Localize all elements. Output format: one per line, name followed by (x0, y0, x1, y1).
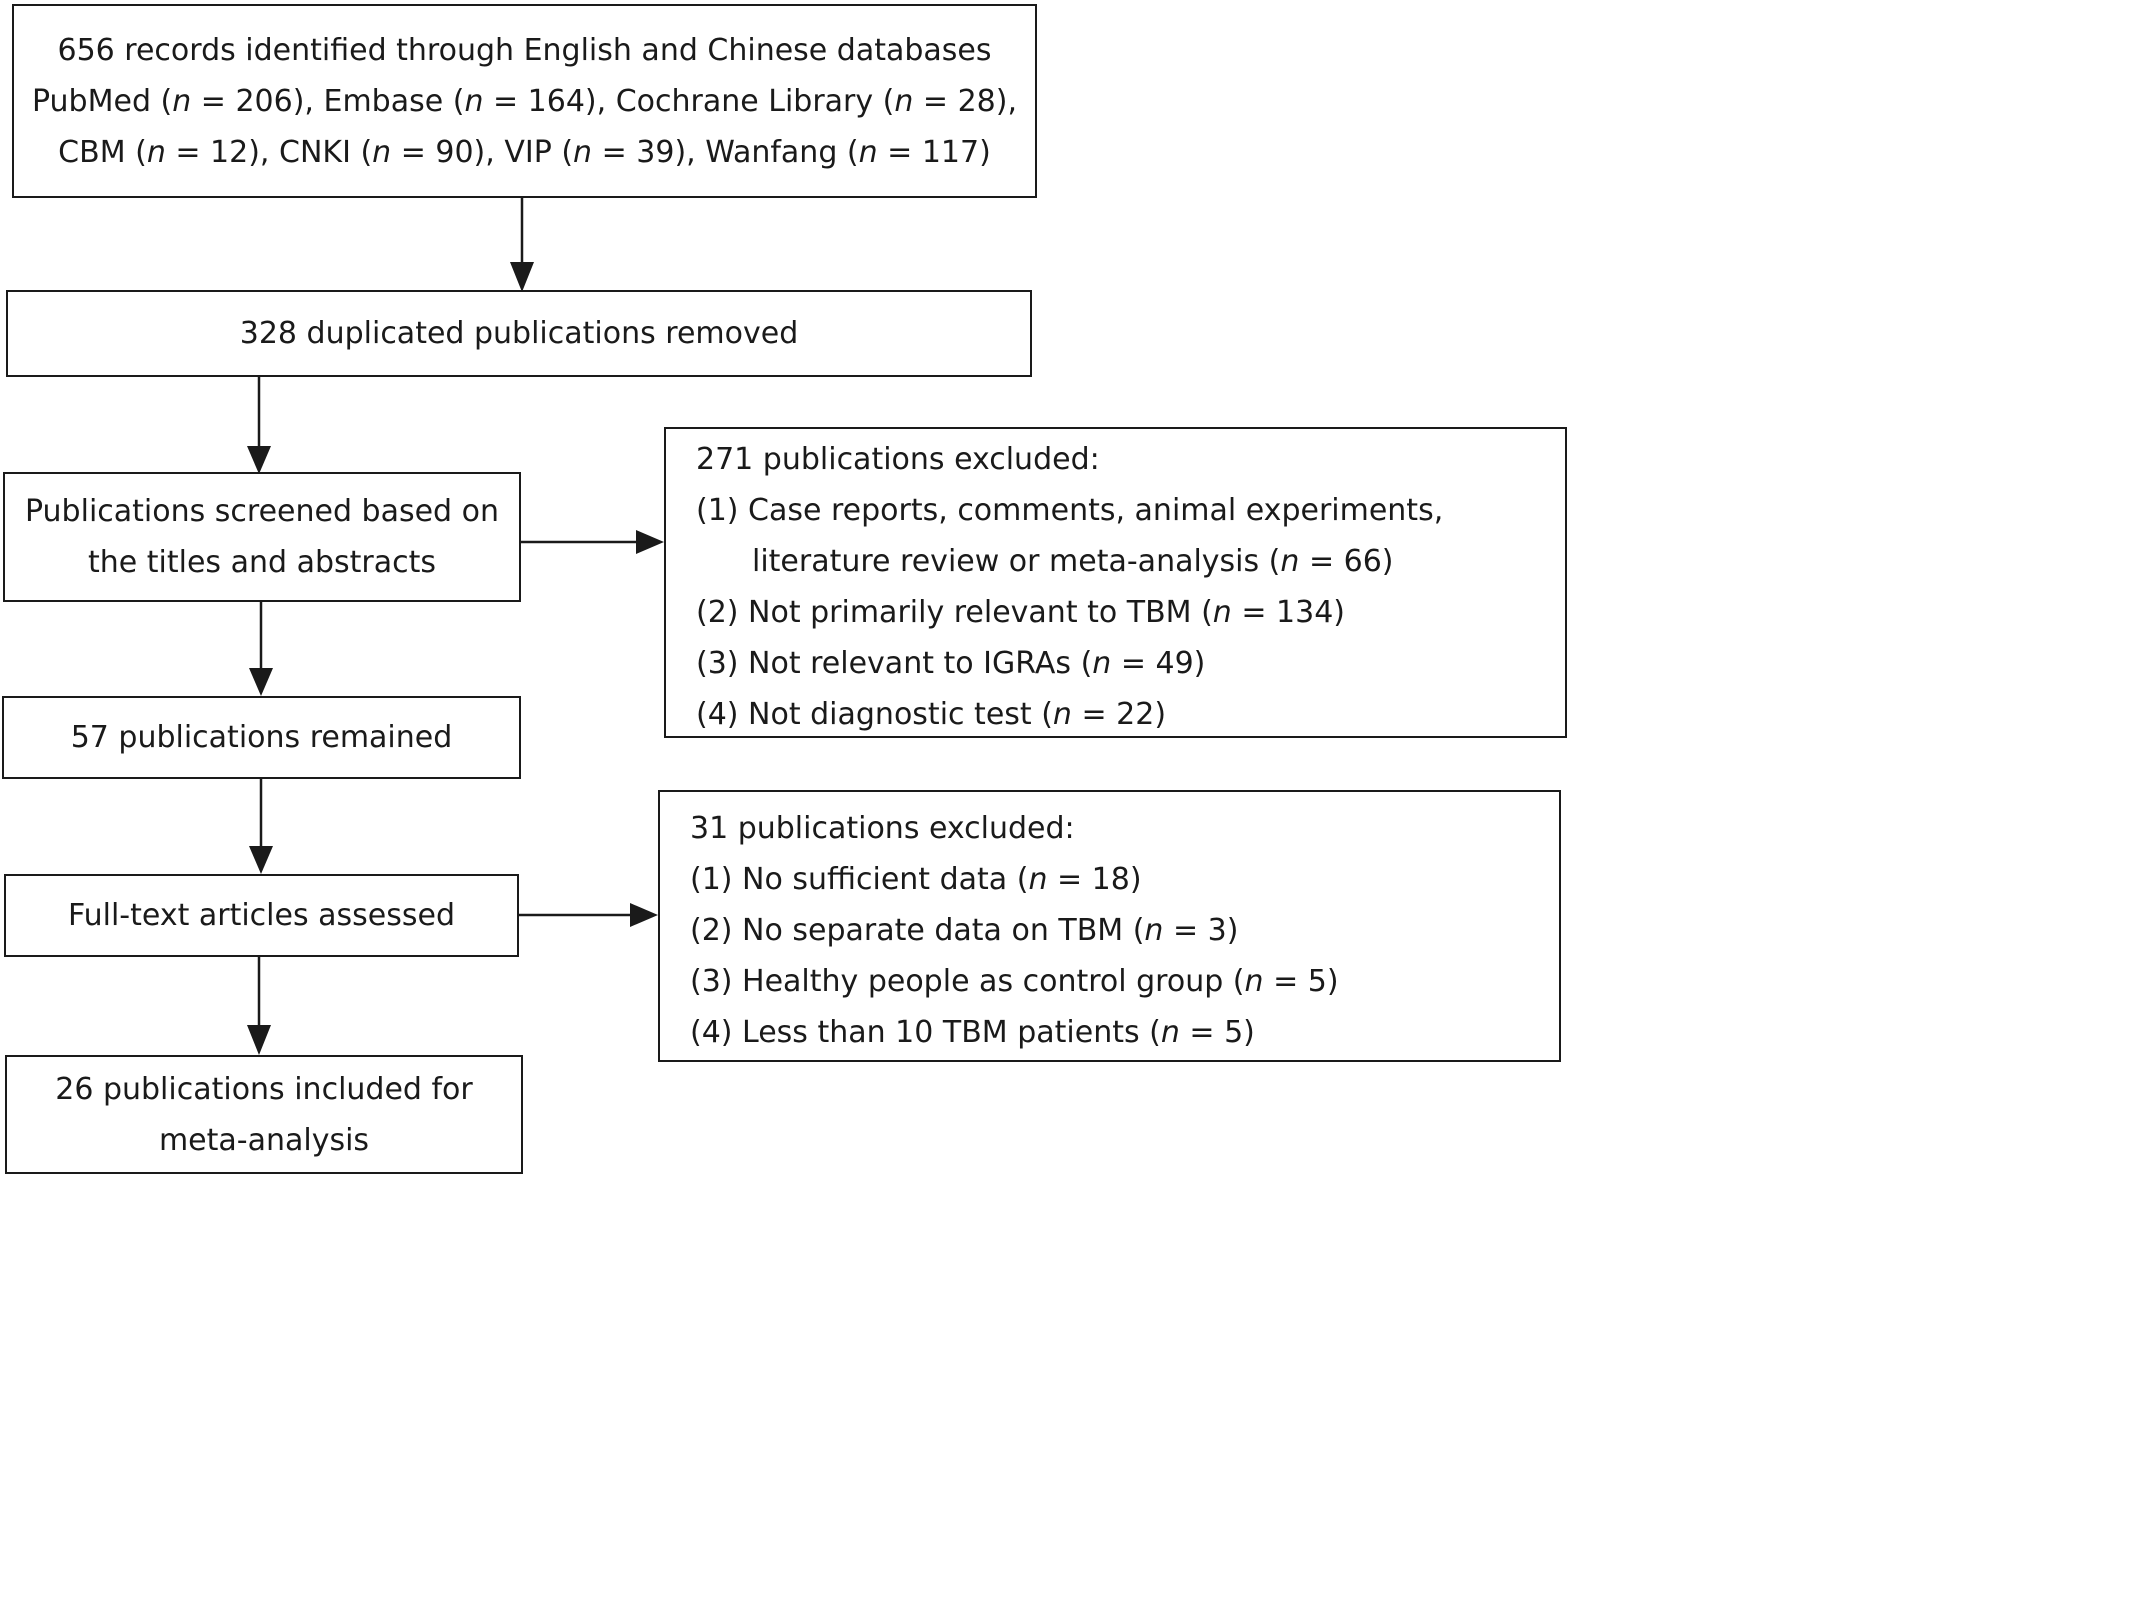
identified-line-1: 656 records identified through English a… (57, 32, 992, 68)
excluded-second-item-1: (1) No sufficient data (n = 18) (690, 862, 1142, 897)
remained-box: 57 publications remained (2, 696, 521, 779)
italic-n: n (573, 134, 593, 170)
excluded-first-item-1b: literature review or meta-analysis (n = … (752, 544, 1394, 579)
records-identified-box: 656 records identified through English a… (12, 4, 1037, 198)
fulltext-line: Full-text articles assessed (68, 898, 455, 933)
excluded-second-heading: 31 publications excluded: (690, 811, 1075, 846)
italic-n: n (1244, 964, 1264, 999)
italic-n: n (1028, 862, 1048, 897)
italic-n: n (1160, 1015, 1180, 1050)
excluded-first-heading: 271 publications excluded: (696, 442, 1100, 477)
italic-n: n (858, 134, 878, 170)
arrowhead-down-3 (249, 668, 273, 696)
italic-n: n (1144, 913, 1164, 948)
italic-n: n (146, 134, 166, 170)
italic-n: n (1092, 646, 1112, 681)
remained-line: 57 publications remained (70, 720, 453, 755)
arrowhead-down-5 (247, 1025, 271, 1055)
excluded-first-box: 271 publications excluded: (1) Case repo… (664, 427, 1567, 738)
italic-n: n (1280, 544, 1300, 579)
fulltext-box: Full-text articles assessed (4, 874, 519, 957)
excluded-first-item-3: (3) Not relevant to IGRAs (n = 49) (696, 646, 1206, 681)
italic-n: n (1052, 697, 1072, 732)
duplicates-removed-box: 328 duplicated publications removed (6, 290, 1032, 377)
italic-n: n (172, 83, 192, 119)
included-box: 26 publications included for meta-analys… (5, 1055, 523, 1174)
excluded-first-item-4: (4) Not diagnostic test (n = 22) (696, 697, 1167, 732)
excluded-second-item-2: (2) No separate data on TBM (n = 3) (690, 913, 1239, 948)
italic-n: n (464, 83, 484, 119)
italic-n: n (1212, 595, 1232, 630)
screened-box: Publications screened based on the title… (3, 472, 521, 602)
excluded-first-item-1a: (1) Case reports, comments, animal exper… (696, 493, 1444, 528)
arrowhead-down-1 (510, 262, 534, 292)
arrowhead-down-2 (247, 446, 271, 474)
included-line-1: 26 publications included for (55, 1071, 473, 1107)
arrowhead-right-1 (636, 530, 664, 554)
identified-line-2: PubMed (n = 206), Embase (n = 164), Coch… (31, 83, 1018, 119)
excluded-second-box: 31 publications excluded: (1) No suffici… (658, 790, 1561, 1062)
excluded-first-item-2: (2) Not primarily relevant to TBM (n = 1… (696, 595, 1345, 630)
identified-line-3: CBM (n = 12), CNKI (n = 90), VIP (n = 39… (58, 134, 991, 170)
italic-n: n (372, 134, 392, 170)
flow-arrows (247, 198, 664, 1055)
excluded-second-item-4: (4) Less than 10 TBM patients (n = 5) (690, 1015, 1255, 1050)
duplicates-line: 328 duplicated publications removed (239, 316, 799, 351)
screened-line-2: the titles and abstracts (88, 545, 436, 580)
arrowhead-down-4 (249, 846, 273, 874)
excluded-second-item-3: (3) Healthy people as control group (n =… (690, 964, 1339, 999)
italic-n: n (894, 83, 914, 119)
screened-line-1: Publications screened based on (24, 494, 500, 529)
arrowhead-right-2 (630, 903, 658, 927)
included-line-2: meta-analysis (158, 1122, 370, 1158)
